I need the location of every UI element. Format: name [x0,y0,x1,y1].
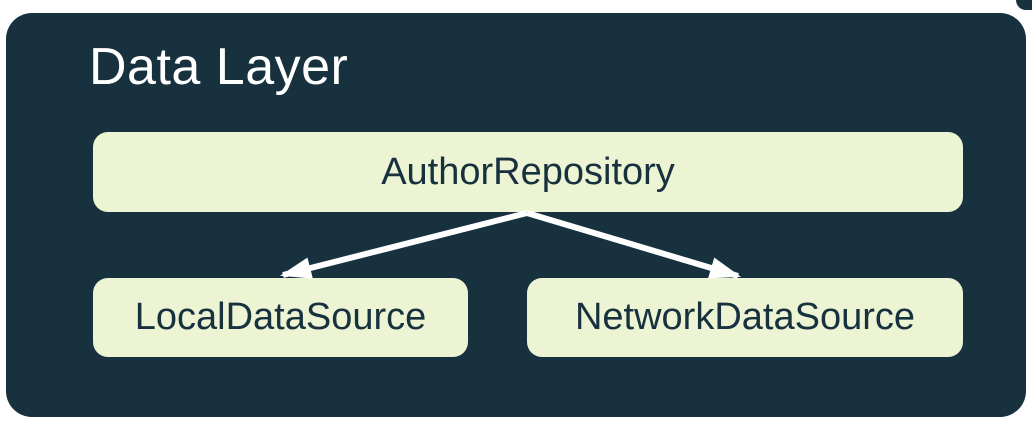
partial-card-corner [1016,0,1032,10]
diagram-title: Data Layer [89,38,349,96]
node-author-repository: AuthorRepository [93,132,963,212]
node-local-data-source-label: LocalDataSource [134,296,427,338]
node-network-data-source-label: NetworkDataSource [574,296,916,338]
node-author-repository-label: AuthorRepository [381,150,675,193]
node-local-data-source: LocalDataSource [93,278,468,357]
node-network-data-source: NetworkDataSource [527,278,963,357]
